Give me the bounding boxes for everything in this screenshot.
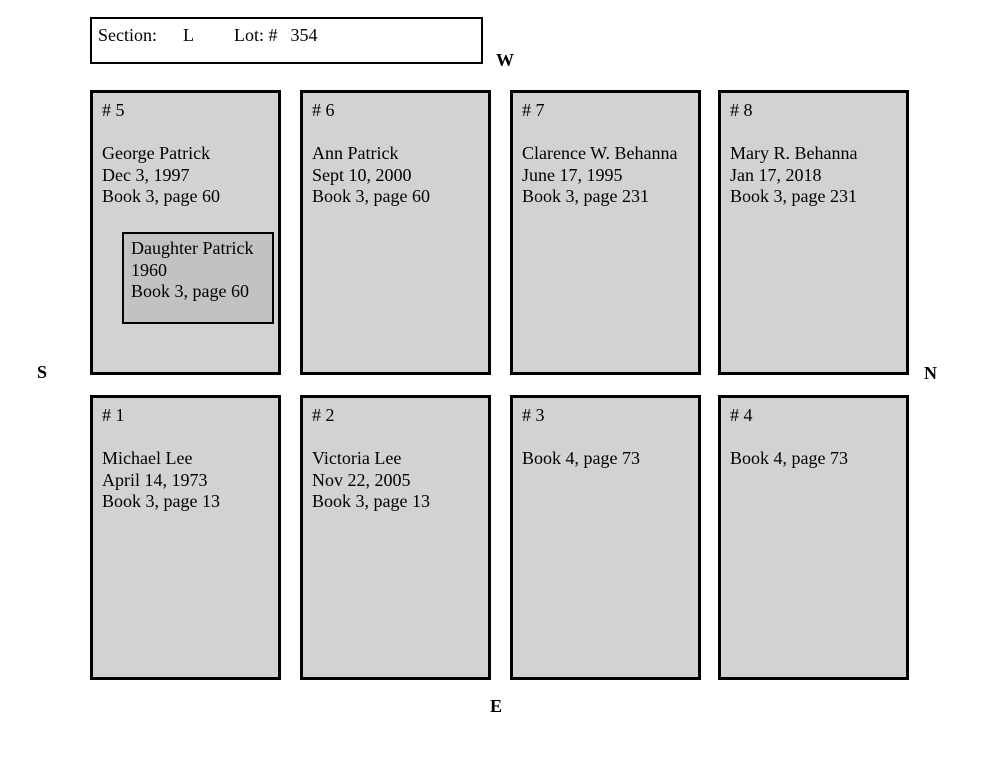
plot-3: # 3 Book 4, page 73 <box>510 395 701 680</box>
plot-book-ref: Book 4, page 73 <box>730 448 848 468</box>
lot-label: Lot: # <box>234 25 278 45</box>
plot-name: Ann Patrick <box>312 143 399 163</box>
compass-west-label: W <box>496 50 514 70</box>
section-label: Section: <box>98 25 157 45</box>
plot-number: # 4 <box>730 405 753 425</box>
plot-8: # 8 Mary R. Behanna Jan 17, 2018 Book 3,… <box>718 90 909 375</box>
plot-5-inner-record-box: Daughter Patrick 1960 Book 3, page 60 <box>122 232 274 324</box>
plot-number: # 8 <box>730 100 753 120</box>
plot-book-ref: Book 4, page 73 <box>522 448 640 468</box>
plot-book-ref: Book 3, page 60 <box>102 186 220 206</box>
plot-book-ref: Book 3, page 13 <box>312 491 430 511</box>
plot-number: # 5 <box>102 100 125 120</box>
plot-7: # 7 Clarence W. Behanna June 17, 1995 Bo… <box>510 90 701 375</box>
plot-date: April 14, 1973 <box>102 469 208 490</box>
compass-north-label: N <box>924 363 937 383</box>
section-lot-header: Section: L Lot: # 354 <box>90 17 483 64</box>
plot-book-ref: Book 3, page 231 <box>522 186 649 206</box>
plot-name: Clarence W. Behanna <box>522 143 678 163</box>
plot-date: Jan 17, 2018 <box>730 164 822 185</box>
plot-name: Victoria Lee <box>312 448 402 468</box>
section-value: L <box>183 25 194 45</box>
inner-date: 1960 <box>131 259 167 280</box>
plot-2: # 2 Victoria Lee Nov 22, 2005 Book 3, pa… <box>300 395 491 680</box>
plot-book-ref: Book 3, page 60 <box>312 186 430 206</box>
plot-date: Dec 3, 1997 <box>102 164 190 185</box>
plot-date: Nov 22, 2005 <box>312 469 411 490</box>
plot-date: June 17, 1995 <box>522 164 623 185</box>
plot-number: # 1 <box>102 405 125 425</box>
plot-6: # 6 Ann Patrick Sept 10, 2000 Book 3, pa… <box>300 90 491 375</box>
inner-book-ref: Book 3, page 60 <box>131 281 249 301</box>
plot-number: # 3 <box>522 405 545 425</box>
plot-book-ref: Book 3, page 13 <box>102 491 220 511</box>
compass-east-label: E <box>490 696 503 716</box>
plot-number: # 7 <box>522 100 545 120</box>
plot-name: Mary R. Behanna <box>730 143 858 163</box>
plot-book-ref: Book 3, page 231 <box>730 186 857 206</box>
plot-name: Michael Lee <box>102 448 193 468</box>
inner-name: Daughter Patrick <box>131 238 254 258</box>
lot-value: 354 <box>290 25 318 45</box>
plot-5: # 5 George Patrick Dec 3, 1997 Book 3, p… <box>90 90 281 375</box>
plot-number: # 2 <box>312 405 335 425</box>
plot-1: # 1 Michael Lee April 14, 1973 Book 3, p… <box>90 395 281 680</box>
plot-4: # 4 Book 4, page 73 <box>718 395 909 680</box>
plot-date: Sept 10, 2000 <box>312 164 412 185</box>
compass-south-label: S <box>37 362 48 382</box>
plot-name: George Patrick <box>102 143 211 163</box>
plot-number: # 6 <box>312 100 335 120</box>
